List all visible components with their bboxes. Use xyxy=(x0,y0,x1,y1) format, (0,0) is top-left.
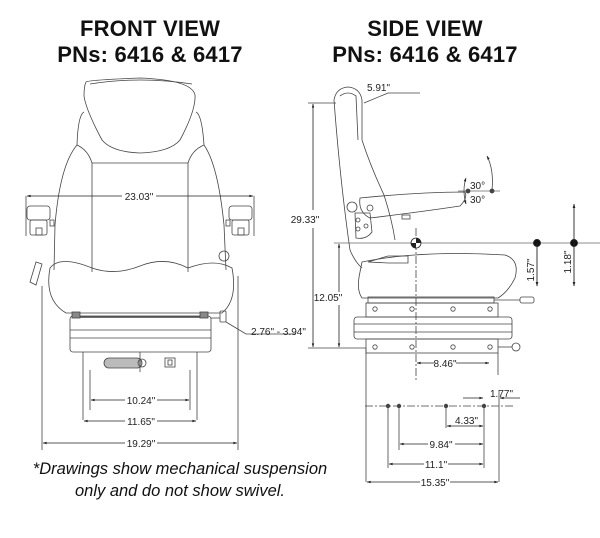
dim-mount-spacing-b: 9.84" xyxy=(429,440,452,451)
side-seat-cushion xyxy=(358,253,517,299)
side-view-drawing xyxy=(308,86,600,482)
dim-overall-height: 29.33" xyxy=(291,215,320,226)
front-view-drawing xyxy=(25,77,296,450)
dim-overall-depth: 15.35" xyxy=(421,478,450,489)
side-suspension xyxy=(353,296,535,354)
dim-height-adjust: 2.76" - 3.94" xyxy=(251,327,306,338)
dim-armrest-angle-up: 30° xyxy=(470,181,485,192)
suspension-travel-markers xyxy=(533,203,578,287)
dim-mount-spacing-c: 11.1" xyxy=(425,460,448,471)
footnote-line-2: only and do not show swivel. xyxy=(74,482,286,500)
center-of-gravity-icon xyxy=(410,237,422,249)
dim-mount-offset-right: 1.77" xyxy=(490,389,513,400)
front-suspension xyxy=(69,310,227,420)
dim-suspension-travel-a: 1.57" xyxy=(526,258,537,281)
dim-mount-spacing-a: 4.33" xyxy=(455,416,478,427)
dim-armrest-angle-down: 30° xyxy=(470,195,485,206)
dim-base-outer-width: 11.65" xyxy=(127,417,155,428)
front-view-heading: FRONT VIEW xyxy=(79,16,221,41)
right-armrest xyxy=(225,205,253,236)
side-view-heading: SIDE VIEW xyxy=(367,16,483,41)
dim-headrest-depth: 5.91" xyxy=(367,83,390,94)
side-lever xyxy=(29,261,43,286)
dim-base-offset: 8.46" xyxy=(433,359,456,370)
footnote-line-1: *Drawings show mechanical suspension xyxy=(32,460,328,478)
seat-cushion-outline xyxy=(48,261,235,314)
side-armrest xyxy=(359,191,467,219)
mounting-pattern xyxy=(365,390,515,482)
front-view-title: FRONT VIEW PNs: 6416 & 6417 xyxy=(40,16,260,68)
dim-seat-height: 12.05" xyxy=(314,293,343,304)
weight-indicator xyxy=(164,357,176,368)
headrest-outline xyxy=(83,77,196,154)
weight-adjust-handle xyxy=(103,357,143,369)
footnote: *Drawings show mechanical suspension onl… xyxy=(0,458,360,502)
left-armrest xyxy=(26,205,55,236)
dim-base-inner-width: 10.24" xyxy=(127,396,156,407)
recline-knob xyxy=(218,250,230,262)
front-view-part-numbers: PNs: 6416 & 6417 xyxy=(57,42,243,67)
side-backrest-outline xyxy=(333,86,396,269)
backrest-outline xyxy=(53,111,227,271)
side-view-title: SIDE VIEW PNs: 6416 & 6417 xyxy=(300,16,550,68)
side-view-part-numbers: PNs: 6416 & 6417 xyxy=(332,42,518,67)
dim-suspension-travel-b: 1.18" xyxy=(563,250,574,273)
dim-overall-width: 19.29" xyxy=(127,439,156,450)
dim-armrest-width: 23.03" xyxy=(125,192,154,203)
